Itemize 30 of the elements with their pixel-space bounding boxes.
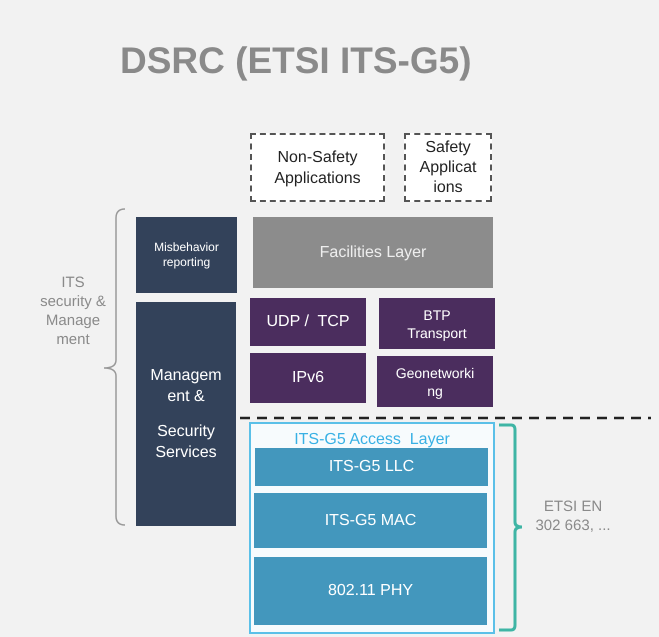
layer-label: Geonetworki ng [394, 364, 476, 400]
layer-label: Non-Safety Applications [273, 148, 362, 188]
layer-label: Managem ent & [149, 366, 223, 407]
bracket-label: ETSI EN 302 663, ... [534, 497, 612, 535]
layer-box [254, 557, 487, 625]
layer-label: ITS-G5 MAC [324, 510, 416, 530]
protocol-box [379, 298, 495, 349]
layer-box [136, 302, 236, 526]
application-box [250, 133, 385, 202]
layer-box [253, 217, 493, 288]
title: DSRC (ETSI ITS-G5) [120, 42, 472, 79]
layer-label: Facilities Layer [320, 242, 426, 262]
layer-box [255, 448, 488, 486]
layer-label: IPv6 [292, 368, 324, 388]
protocol-box [250, 298, 366, 346]
layer-label: UDP / TCP [266, 312, 350, 332]
bracket-label: ITS security & Manage ment [40, 273, 106, 349]
layer-label: Misbehavior reporting [153, 240, 220, 270]
protocol-box [250, 353, 366, 403]
protocol-box [377, 356, 493, 407]
layer-label: Safety Applicat ions [418, 138, 478, 198]
layer-label: Security Services [154, 422, 218, 463]
application-box [404, 133, 492, 202]
layer-box [136, 217, 237, 293]
layer-label: ITS-G5 LLC [328, 457, 414, 477]
layer-label: 802.11 PHY [328, 581, 414, 601]
layer-box [254, 493, 487, 548]
layer-label: BTP Transport [406, 306, 468, 342]
access-layer-container [249, 422, 495, 634]
layer-label: ITS-G5 Access Layer [294, 430, 450, 450]
